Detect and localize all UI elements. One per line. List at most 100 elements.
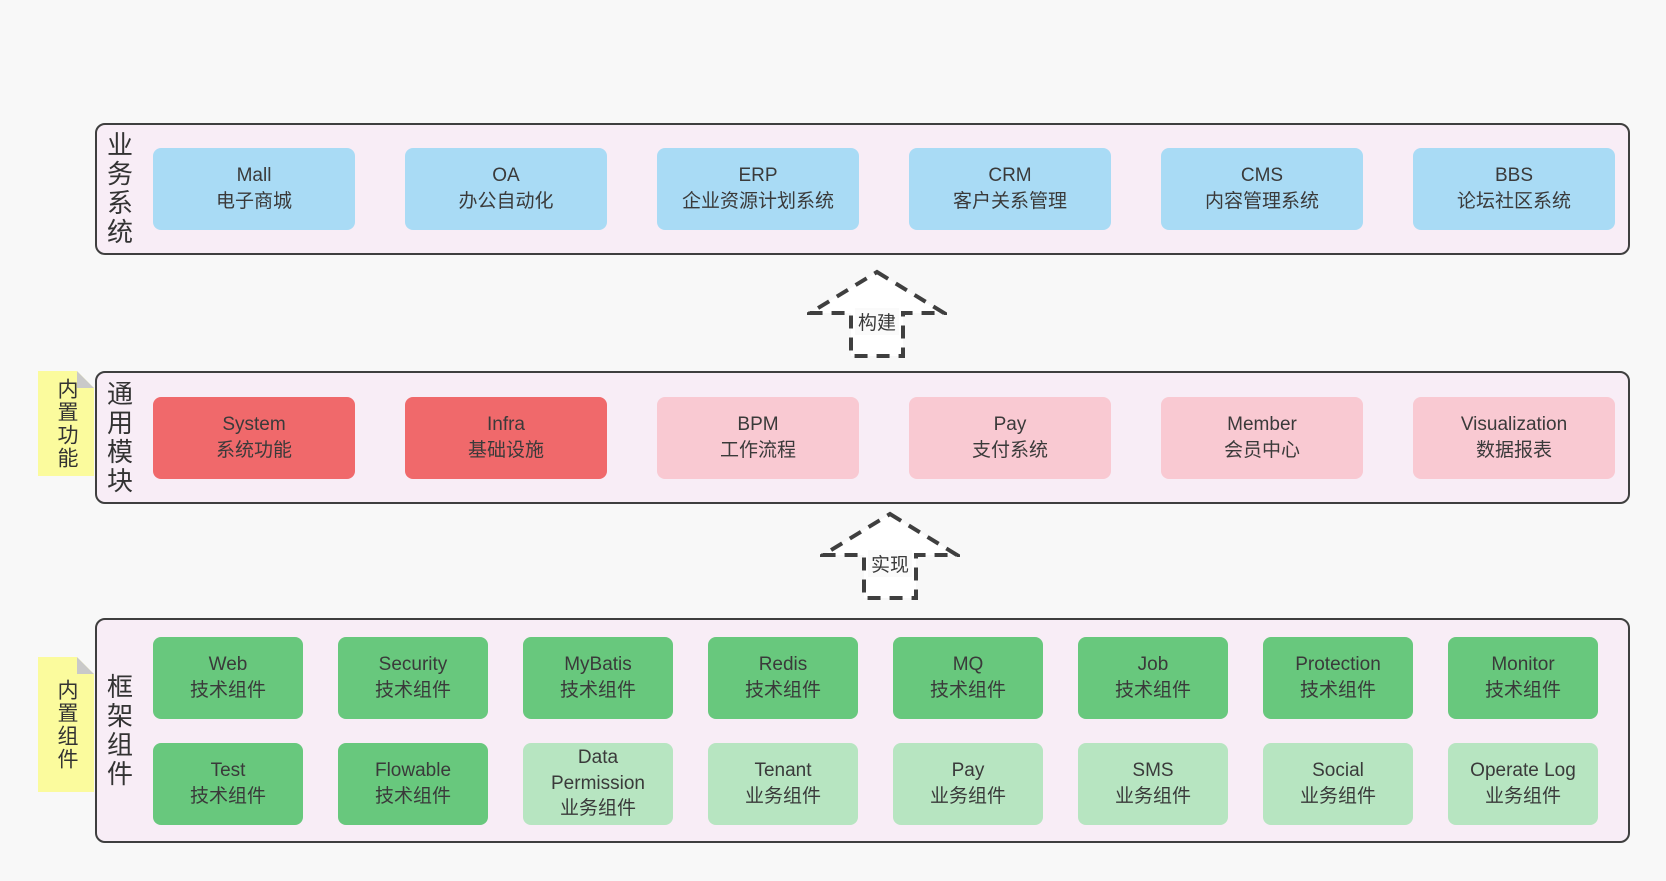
box-mall: Mall 电子商城	[153, 148, 355, 230]
box-name-zh: 企业资源计划系统	[681, 191, 834, 212]
box-name-zh: 技术组件	[1114, 679, 1191, 701]
box-test: Test 技术组件	[153, 742, 303, 825]
box-name-zh: 业务组件	[1299, 785, 1376, 807]
box-name-zh: 业务组件	[1484, 785, 1561, 807]
box-job: Job 技术组件	[1078, 636, 1228, 719]
box-name-zh: 技术组件	[744, 679, 821, 701]
box-name-en: MyBatis	[564, 653, 632, 675]
box-name-en: Operate Log	[1470, 759, 1576, 781]
box-name-en: Monitor	[1491, 653, 1555, 675]
box-name-en: SMS	[1132, 759, 1174, 781]
band-rows: Mall 电子商城 OA 办公自动化 ERP 企业资源计划系统 CRM 客户关系…	[153, 125, 1628, 253]
box-pay: Pay 支付系统	[909, 396, 1111, 479]
box-name-en: Data Permission	[551, 747, 645, 794]
box-cms: CMS 内容管理系统	[1161, 148, 1363, 230]
box-name-zh: 基础设施	[467, 439, 544, 461]
box-redis: Redis 技术组件	[708, 636, 858, 719]
box-name-zh: 技术组件	[374, 785, 451, 807]
box-social: Social 业务组件	[1263, 742, 1413, 825]
box-name-en: Tenant	[754, 759, 812, 781]
box-name-en: Job	[1137, 653, 1169, 675]
band-label-framework-components: 框架组件	[103, 672, 134, 789]
box-web: Web 技术组件	[153, 636, 303, 719]
box-name-zh: 工作流程	[719, 439, 796, 461]
box-name-en: System	[222, 413, 286, 435]
box-name-zh: 会员中心	[1223, 439, 1300, 461]
box-name-en: Security	[378, 653, 448, 675]
box-name-en: Protection	[1295, 653, 1381, 675]
box-name-en: ERP	[738, 165, 778, 187]
box-protection: Protection 技术组件	[1263, 636, 1413, 719]
box-member: Member 会员中心	[1161, 396, 1363, 479]
box-name-en: Test	[210, 759, 246, 781]
box-bbs: BBS 论坛社区系统	[1413, 148, 1615, 230]
box-name-en: BBS	[1494, 165, 1534, 187]
arrow-label-implement: 实现	[867, 550, 913, 577]
box-name-zh: 技术组件	[559, 679, 636, 701]
band-row: Mall 电子商城 OA 办公自动化 ERP 企业资源计划系统 CRM 客户关系…	[153, 148, 1628, 230]
band-business-systems: 业务系统 Mall 电子商城 OA 办公自动化 ERP 企业资源计划系统 CRM…	[95, 123, 1630, 255]
box-name-zh: 业务组件	[744, 785, 821, 807]
box-name-zh: 业务组件	[1114, 785, 1191, 807]
band-row: Test 技术组件 Flowable 技术组件 Data Permission …	[153, 742, 1628, 825]
band-label-common-modules: 通用模块	[103, 379, 134, 496]
band-row: System 系统功能 Infra 基础设施 BPM 工作流程 Pay 支付系统…	[153, 396, 1628, 479]
box-name-en: Infra	[486, 413, 526, 435]
box-name-en: Redis	[758, 653, 808, 675]
box-visualization: Visualization 数据报表	[1413, 396, 1615, 479]
band-label-business-systems: 业务系统	[103, 131, 134, 247]
box-bpm: BPM 工作流程	[657, 396, 859, 479]
box-name-zh: 业务组件	[929, 785, 1006, 807]
box-name-zh: 系统功能	[215, 439, 292, 461]
box-erp: ERP 企业资源计划系统	[657, 148, 859, 230]
band-rows: Web 技术组件 Security 技术组件 MyBatis 技术组件 Redi…	[153, 620, 1628, 841]
box-name-zh: 技术组件	[189, 679, 266, 701]
box-name-en: MQ	[952, 653, 984, 675]
box-name-zh: 技术组件	[1299, 679, 1376, 701]
box-name-zh: 支付系统	[971, 439, 1048, 461]
arrow-build: 构建	[807, 268, 947, 360]
box-name-zh: 技术组件	[374, 679, 451, 701]
box-name-en: OA	[492, 165, 520, 187]
box-name-zh: 办公自动化	[458, 191, 554, 212]
box-name-zh: 论坛社区系统	[1456, 191, 1571, 212]
box-name-zh: 技术组件	[929, 679, 1006, 701]
sticky-note-built-in-components: 内置组件	[38, 657, 94, 792]
box-name-zh: 技术组件	[1484, 679, 1561, 701]
box-name-en: CRM	[988, 165, 1032, 187]
box-system: System 系统功能	[153, 396, 355, 479]
box-flowable: Flowable 技术组件	[338, 742, 488, 825]
arrow-implement: 实现	[820, 510, 960, 602]
box-name-en: CMS	[1240, 165, 1284, 187]
box-operate-log: Operate Log 业务组件	[1448, 742, 1598, 825]
box-name-en: Pay	[951, 759, 985, 781]
box-name-en: Mall	[236, 165, 272, 187]
band-common-modules: 通用模块 System 系统功能 Infra 基础设施 BPM 工作流程 Pay…	[95, 371, 1630, 504]
box-name-zh: 技术组件	[189, 785, 266, 807]
box-infra: Infra 基础设施	[405, 396, 607, 479]
box-name-en: Social	[1312, 759, 1364, 781]
box-name-en: Pay	[993, 413, 1027, 435]
box-monitor: Monitor 技术组件	[1448, 636, 1598, 719]
box-name-en: Web	[208, 653, 248, 675]
box-sms: SMS 业务组件	[1078, 742, 1228, 825]
box-name-zh: 数据报表	[1475, 439, 1552, 461]
box-mq: MQ 技术组件	[893, 636, 1043, 719]
box-crm: CRM 客户关系管理	[909, 148, 1111, 230]
box-name-en: Member	[1227, 413, 1297, 435]
box-name-zh: 业务组件	[559, 798, 636, 820]
box-name-en: Flowable	[374, 759, 452, 781]
arrow-label-build: 构建	[854, 308, 900, 335]
band-rows: System 系统功能 Infra 基础设施 BPM 工作流程 Pay 支付系统…	[153, 373, 1628, 502]
box-tenant: Tenant 业务组件	[708, 742, 858, 825]
box-oa: OA 办公自动化	[405, 148, 607, 230]
box-name-en: Visualization	[1460, 413, 1568, 435]
box-name-zh: 客户关系管理	[952, 191, 1067, 212]
box-security: Security 技术组件	[338, 636, 488, 719]
box-mybatis: MyBatis 技术组件	[523, 636, 673, 719]
band-row: Web 技术组件 Security 技术组件 MyBatis 技术组件 Redi…	[153, 636, 1628, 719]
box-name-en: BPM	[737, 413, 779, 435]
box-name-zh: 内容管理系统	[1204, 191, 1319, 212]
band-framework-components: 框架组件 Web 技术组件 Security 技术组件 MyBatis 技术组件…	[95, 618, 1630, 843]
